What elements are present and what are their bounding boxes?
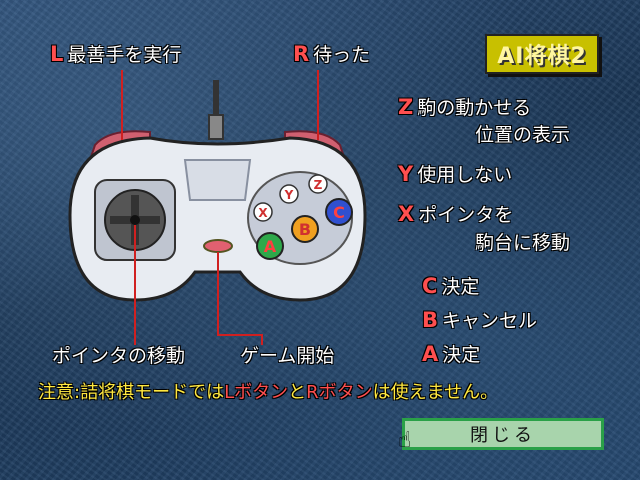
game-logo: AI将棋2 (485, 34, 599, 74)
svg-text:A: A (264, 237, 277, 256)
label-z-button-line2: 位置の表示 (475, 124, 571, 146)
start-button (203, 239, 233, 253)
label-start-button: ゲーム開始 (240, 345, 335, 367)
pointer-hand-icon: ☝ (398, 428, 412, 453)
svg-text:Y: Y (284, 188, 294, 202)
label-dpad: ポインタの移動 (52, 345, 186, 367)
svg-text:B: B (299, 220, 311, 239)
button-x: X (253, 202, 273, 222)
button-a: A (256, 232, 284, 260)
button-z: Z (308, 174, 328, 194)
button-y: Y (279, 184, 299, 204)
label-x-button-line2: 駒台に移動 (475, 232, 571, 254)
button-b: B (291, 215, 319, 243)
svg-text:C: C (333, 203, 345, 222)
button-c: C (325, 198, 353, 226)
svg-text:X: X (258, 206, 268, 220)
notice-text: 注意:詰将棋モードではLボタンとRボタンは使えません。 (38, 382, 499, 403)
close-button[interactable]: 閉じる (402, 418, 604, 450)
svg-text:Z: Z (314, 178, 323, 192)
